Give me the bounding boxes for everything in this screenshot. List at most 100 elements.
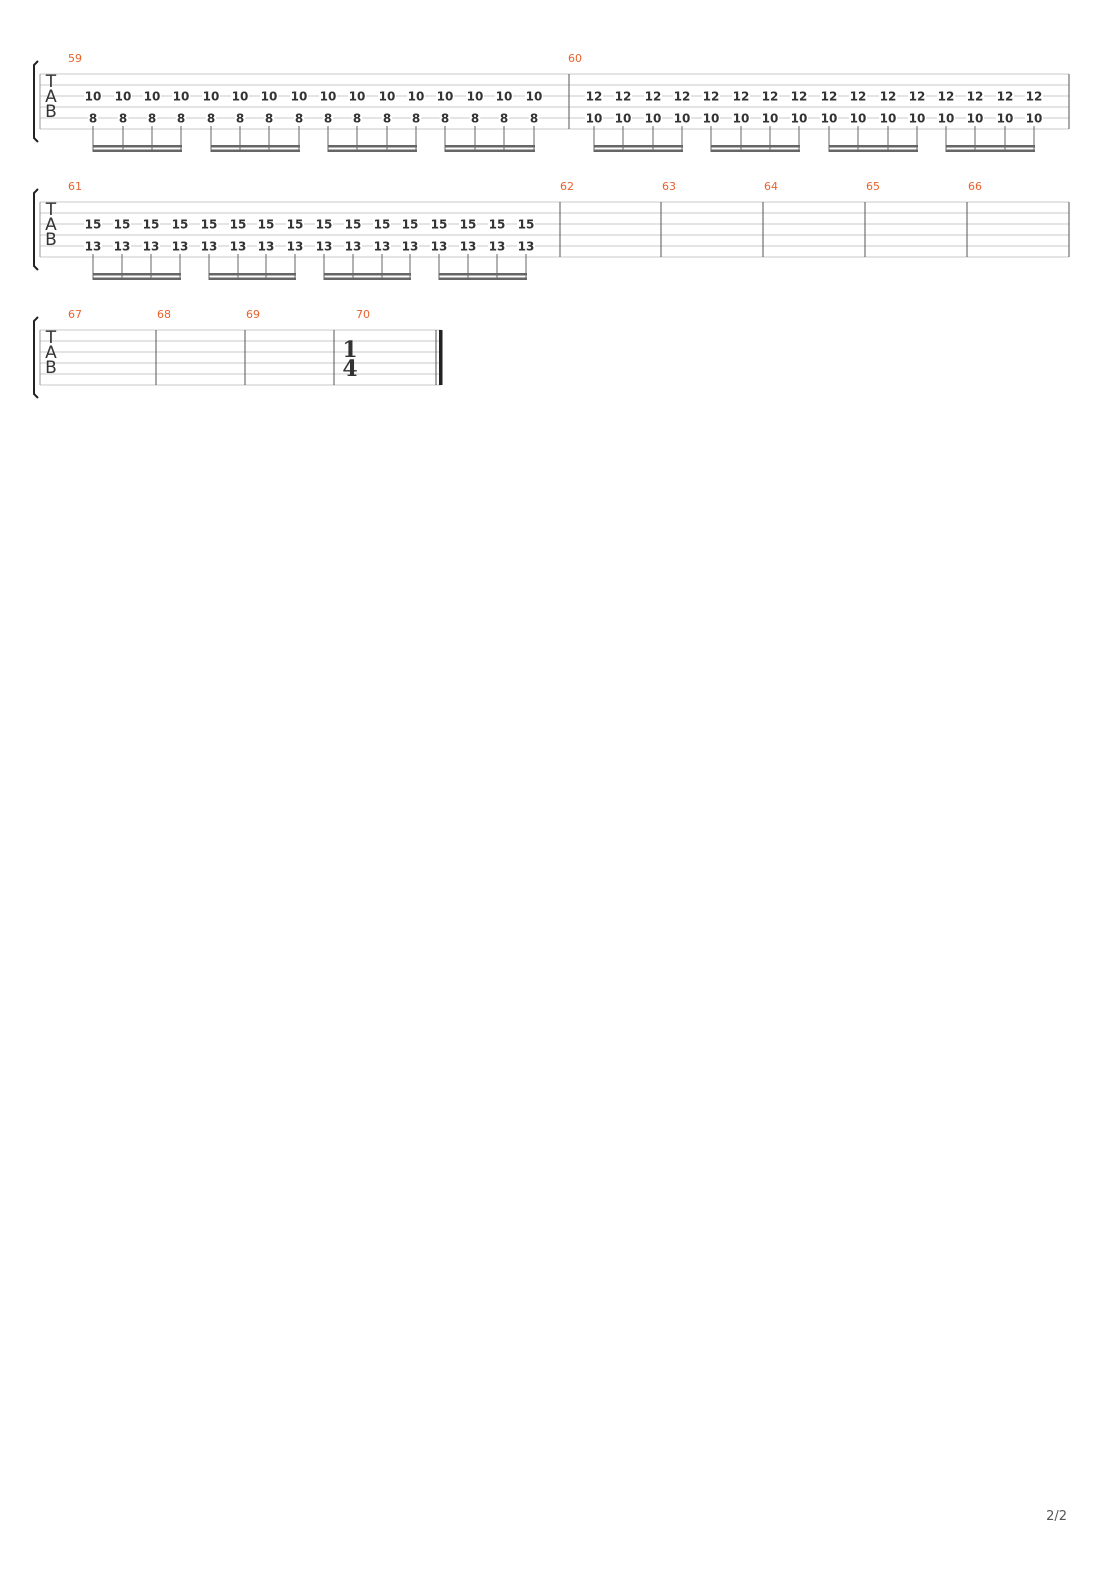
measure-number: 62 <box>560 180 574 193</box>
fret-number: 10 <box>1026 112 1043 126</box>
fret-number: 10 <box>821 112 838 126</box>
fret-number: 13 <box>431 240 448 254</box>
fret-backdrop <box>84 90 102 102</box>
fret-number: 15 <box>230 218 247 232</box>
fret-backdrop <box>879 112 897 124</box>
tab-clef-letter: T <box>45 72 57 92</box>
fret-number: 8 <box>148 112 156 126</box>
beam <box>324 273 411 276</box>
beam <box>328 149 417 152</box>
fret-number: 13 <box>172 240 189 254</box>
measure-number: 67 <box>68 308 82 321</box>
fret-number: 10 <box>232 90 249 104</box>
fret-number: 8 <box>324 112 332 126</box>
fret-number: 15 <box>287 218 304 232</box>
fret-number: 15 <box>201 218 218 232</box>
fret-number: 15 <box>402 218 419 232</box>
measure-number: 60 <box>568 52 582 65</box>
fret-backdrop <box>348 90 366 102</box>
fret-number: 10 <box>526 90 543 104</box>
fret-number: 8 <box>177 112 185 126</box>
fret-backdrop <box>436 90 454 102</box>
measure-number: 69 <box>246 308 260 321</box>
fret-number: 10 <box>437 90 454 104</box>
fret-number: 10 <box>880 112 897 126</box>
measure-number: 63 <box>662 180 676 193</box>
fret-number: 13 <box>201 240 218 254</box>
fret-backdrop <box>146 112 158 124</box>
fret-number: 13 <box>114 240 131 254</box>
measure-63: 63 <box>662 180 676 193</box>
fret-number: 10 <box>85 90 102 104</box>
fret-backdrop <box>439 112 451 124</box>
fret-number: 8 <box>383 112 391 126</box>
fret-number: 8 <box>500 112 508 126</box>
measure-64: 64 <box>764 180 778 193</box>
fret-backdrop <box>351 112 363 124</box>
tab-clef-letter: B <box>45 102 57 122</box>
fret-backdrop <box>528 112 540 124</box>
fret-number: 13 <box>460 240 477 254</box>
beam <box>439 273 527 276</box>
system-bracket <box>33 188 39 271</box>
fret-number: 15 <box>85 218 102 232</box>
fret-backdrop <box>879 90 897 102</box>
fret-backdrop <box>673 90 691 102</box>
fret-number: 15 <box>431 218 448 232</box>
fret-number: 10 <box>203 90 220 104</box>
beam <box>93 277 181 280</box>
fret-backdrop <box>488 218 506 230</box>
fret-number: 10 <box>115 90 132 104</box>
fret-backdrop <box>322 112 334 124</box>
fret-number: 10 <box>967 112 984 126</box>
fret-number: 10 <box>496 90 513 104</box>
fret-number: 13 <box>258 240 275 254</box>
fret-number: 12 <box>615 90 632 104</box>
fret-number: 12 <box>938 90 955 104</box>
beam <box>209 277 296 280</box>
fret-backdrop <box>143 90 161 102</box>
fret-number: 13 <box>374 240 391 254</box>
fret-backdrop <box>732 90 750 102</box>
fret-backdrop <box>373 240 391 252</box>
fret-backdrop <box>614 90 632 102</box>
fret-backdrop <box>517 240 535 252</box>
fret-number: 8 <box>207 112 215 126</box>
tab-clef-letter: T <box>45 328 57 348</box>
fret-backdrop <box>286 240 304 252</box>
tab-clef-letter: B <box>45 230 57 250</box>
beam <box>93 273 181 276</box>
fret-backdrop <box>410 112 422 124</box>
fret-backdrop <box>172 90 190 102</box>
fret-number: 10 <box>615 112 632 126</box>
fret-backdrop <box>761 90 779 102</box>
fret-number: 8 <box>530 112 538 126</box>
fret-backdrop <box>469 112 481 124</box>
fret-number: 10 <box>909 112 926 126</box>
tab-clef-letter: B <box>45 358 57 378</box>
fret-backdrop <box>1025 90 1043 102</box>
page-number: 2/2 <box>1046 1509 1067 1524</box>
fret-number: 15 <box>143 218 160 232</box>
fret-backdrop <box>430 240 448 252</box>
fret-backdrop <box>1025 112 1043 124</box>
fret-number: 12 <box>967 90 984 104</box>
fret-backdrop <box>937 90 955 102</box>
fret-number: 10 <box>703 112 720 126</box>
fret-number: 13 <box>489 240 506 254</box>
fret-backdrop <box>614 112 632 124</box>
fret-backdrop <box>231 90 249 102</box>
fret-backdrop <box>761 112 779 124</box>
fret-number: 10 <box>674 112 691 126</box>
fret-backdrop <box>401 240 419 252</box>
fret-number: 15 <box>460 218 477 232</box>
fret-backdrop <box>202 90 220 102</box>
fret-number: 10 <box>586 112 603 126</box>
